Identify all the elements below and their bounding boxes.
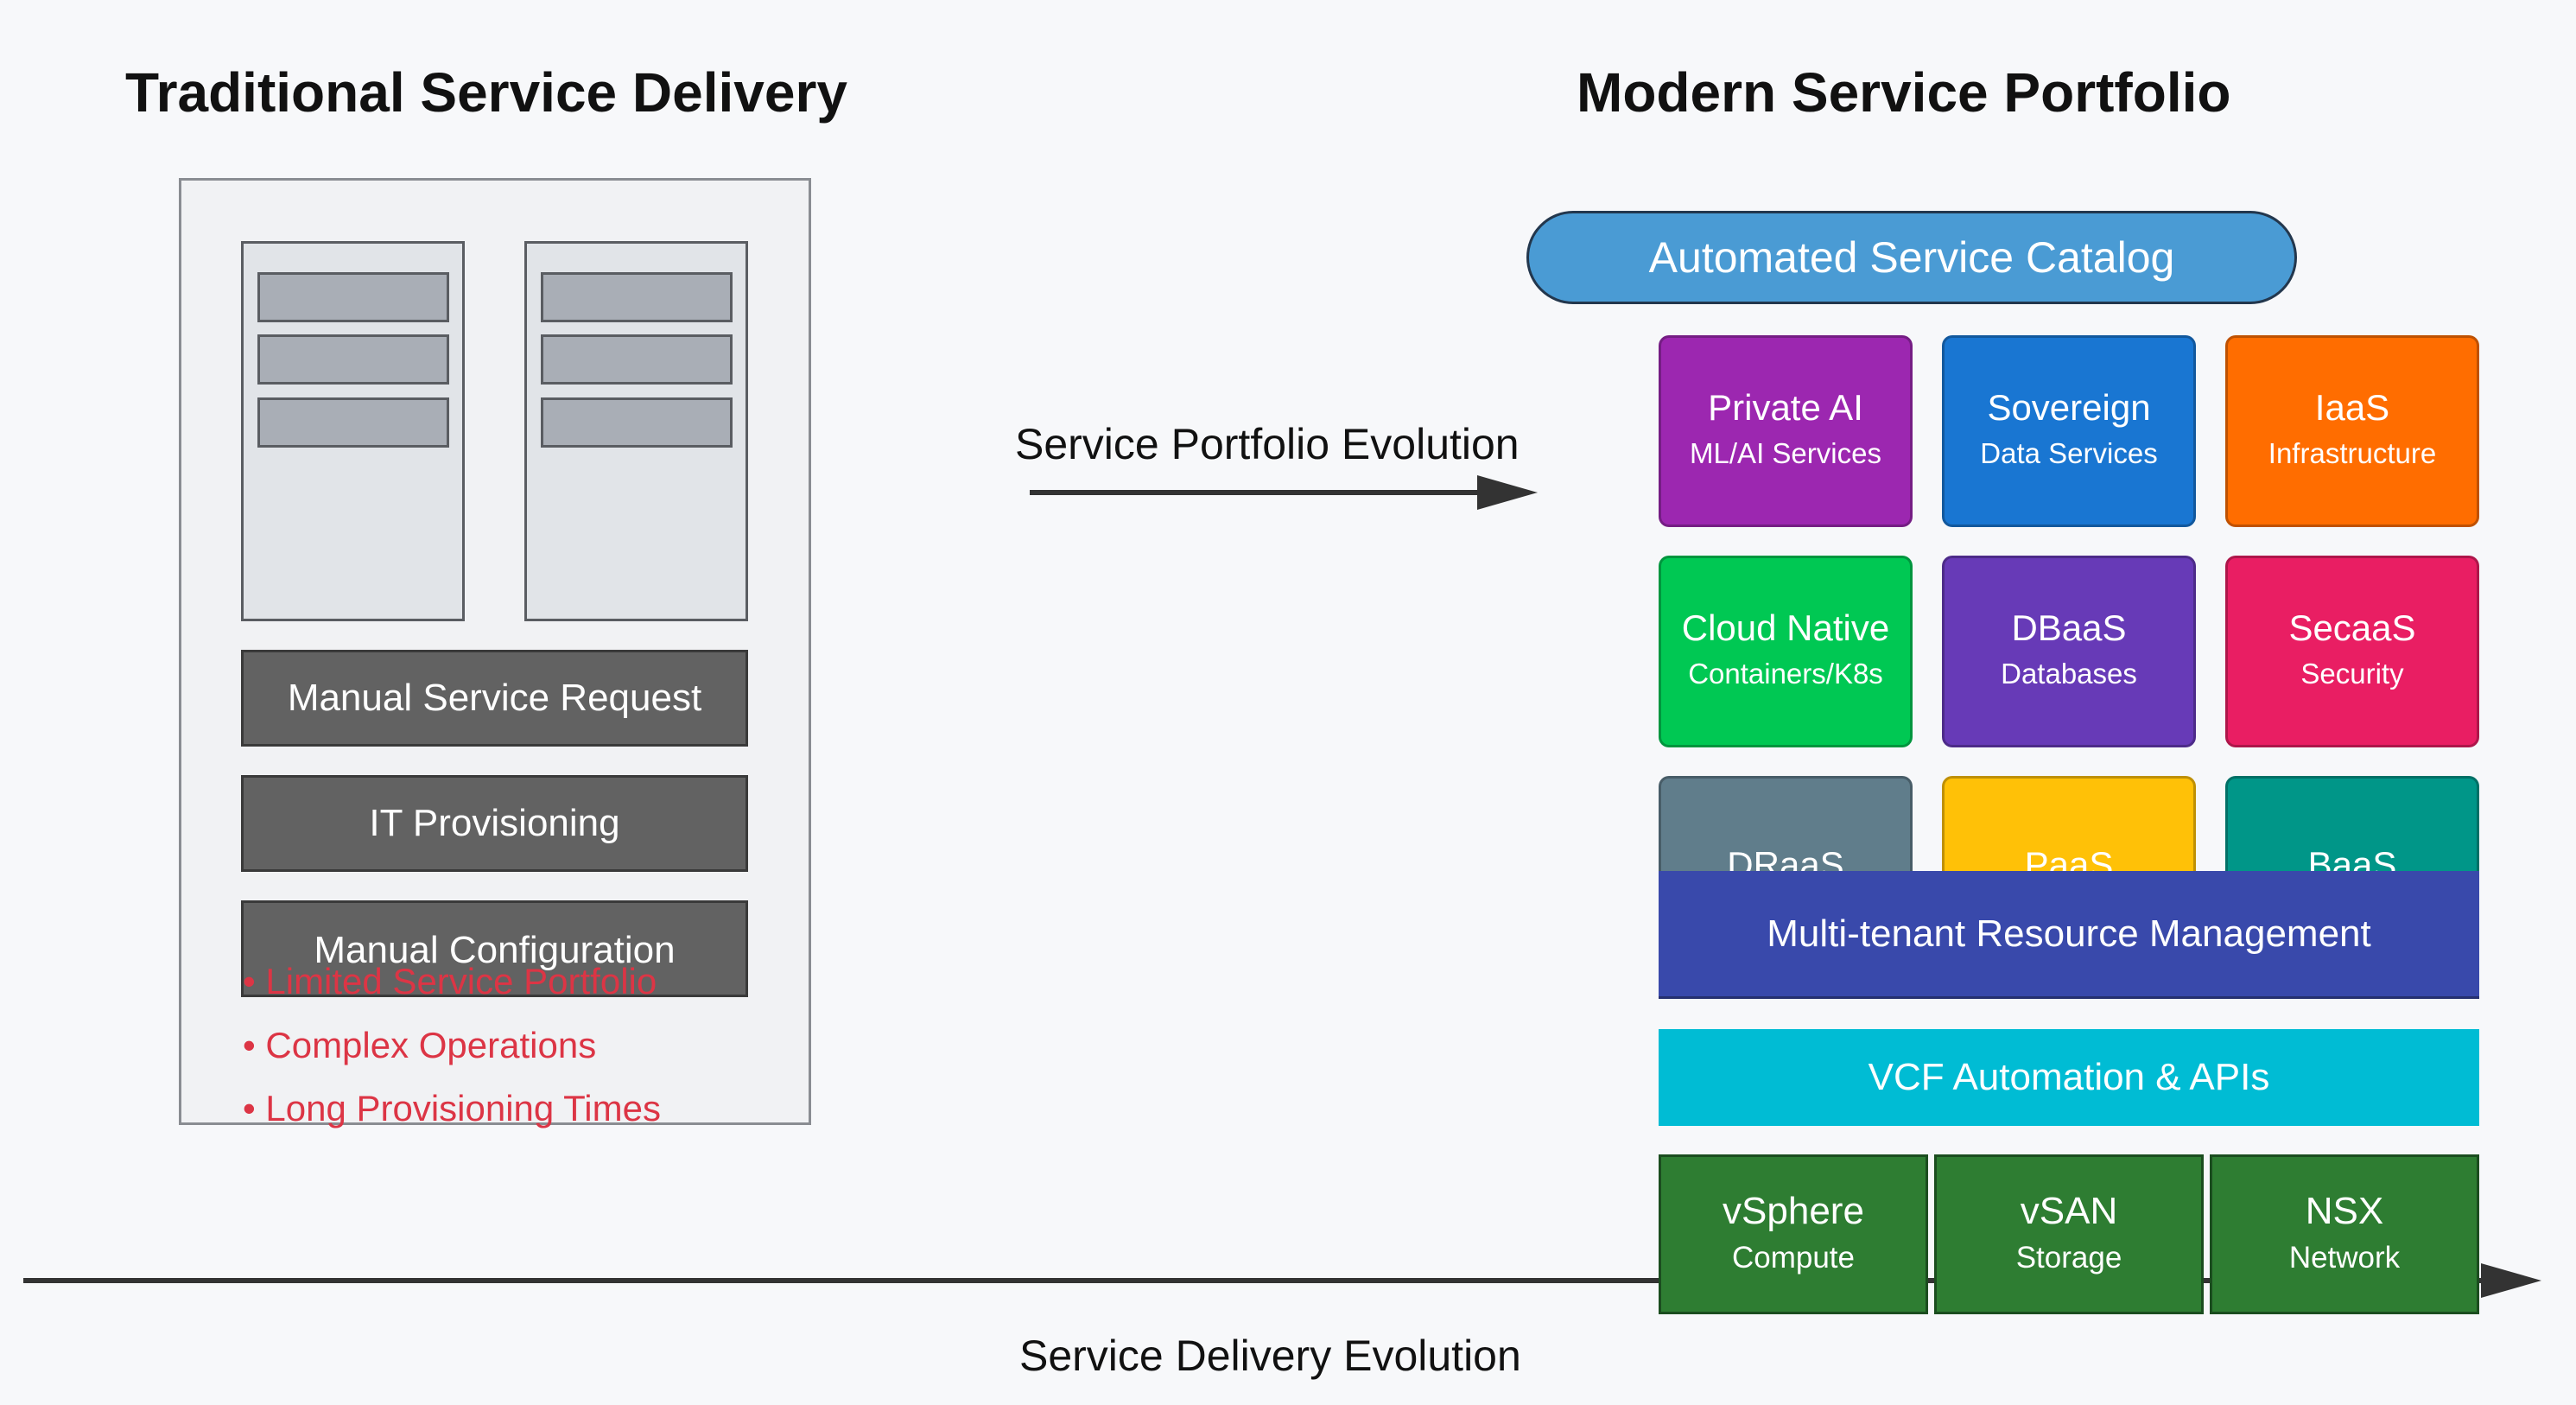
rack-slot: [257, 397, 449, 448]
process-step-manual-request: Manual Service Request: [241, 650, 748, 747]
rack-slot: [541, 272, 733, 322]
service-desc: Infrastructure: [2268, 436, 2437, 469]
issue-long-provisioning: • Long Provisioning Times: [243, 1088, 661, 1128]
delivery-evolution-label: Service Delivery Evolution: [1019, 1332, 1521, 1380]
foundation-name: NSX: [2305, 1189, 2384, 1232]
service-name: Sovereign: [1987, 387, 2151, 429]
service-name: IaaS: [2314, 387, 2390, 429]
service-name: SecaaS: [2288, 607, 2416, 649]
issue-complex-operations: • Complex Operations: [243, 1025, 597, 1065]
service-tile-sovereign: Sovereign Data Services: [1942, 335, 2196, 527]
issue-limited-portfolio: • Limited Service Portfolio: [243, 961, 657, 1001]
service-desc: Security: [2300, 657, 2404, 690]
foundation-nsx: NSX Network: [2210, 1154, 2479, 1314]
rack-slot: [257, 334, 449, 385]
service-tile-secaas: SecaaS Security: [2225, 556, 2479, 747]
service-name: DBaaS: [2011, 607, 2127, 649]
service-desc: Data Services: [1980, 436, 2158, 469]
service-desc: Containers/K8s: [1688, 657, 1883, 690]
foundation-desc: Compute: [1731, 1240, 1856, 1275]
portfolio-evolution-label: Service Portfolio Evolution: [1015, 420, 1520, 468]
resource-management-layer: Multi-tenant Resource Management: [1659, 871, 2479, 999]
service-tile-cloud-native: Cloud Native Containers/K8s: [1659, 556, 1913, 747]
foundation-name: vSAN: [2020, 1189, 2118, 1232]
foundation-vsan: vSAN Storage: [1934, 1154, 2204, 1314]
portfolio-evolution-arrow: [1030, 475, 1538, 510]
process-step-manual-configuration: Manual Configuration: [241, 900, 748, 997]
service-tile-private-ai: Private AI ML/AI Services: [1659, 335, 1913, 527]
service-tile-dbaas: DBaaS Databases: [1942, 556, 2196, 747]
foundation-name: vSphere: [1723, 1189, 1864, 1232]
foundation-desc: Network: [2288, 1240, 2401, 1275]
service-desc: ML/AI Services: [1690, 436, 1881, 469]
foundation-desc: Storage: [2015, 1240, 2122, 1275]
service-tile-iaas: IaaS Infrastructure: [2225, 335, 2479, 527]
foundation-vsphere: vSphere Compute: [1659, 1154, 1928, 1314]
service-name: Cloud Native: [1681, 607, 1890, 649]
service-desc: Databases: [2001, 657, 2137, 690]
service-name: Private AI: [1708, 387, 1863, 429]
process-step-it-provisioning: IT Provisioning: [241, 775, 748, 872]
rack-slot: [541, 397, 733, 448]
modern-heading: Modern Service Portfolio: [1577, 61, 2231, 124]
rack-slot: [257, 272, 449, 322]
rack-slot: [541, 334, 733, 385]
service-catalog-banner: Automated Service Catalog: [1526, 211, 2297, 304]
automation-layer: VCF Automation & APIs: [1659, 1029, 2479, 1126]
traditional-heading: Traditional Service Delivery: [125, 61, 847, 124]
